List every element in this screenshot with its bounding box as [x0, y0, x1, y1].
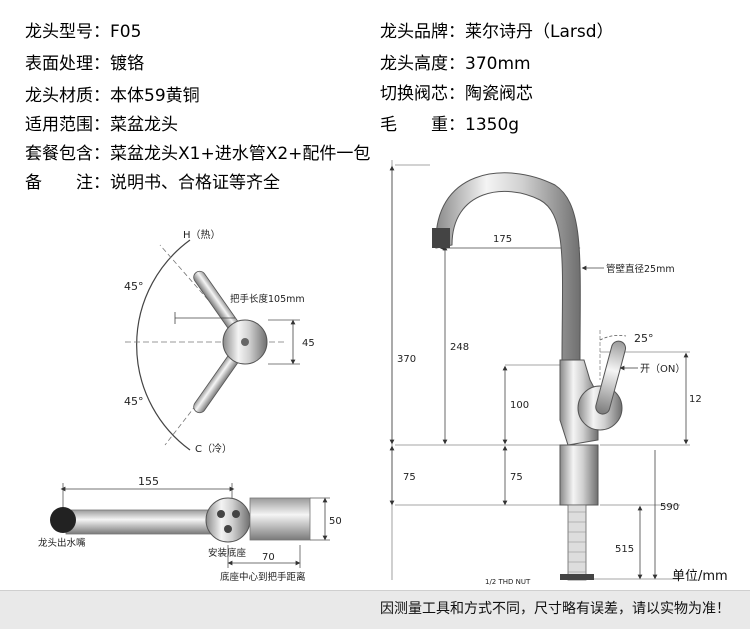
footer-disclaimer: 因测量工具和方式不同，尺寸略有误差，请以实物为准！ — [380, 601, 730, 617]
footer-bar — [0, 590, 750, 629]
spec-key: 切换阀芯： — [380, 84, 465, 104]
pipe-diameter-label: 管壁直径25mm — [606, 263, 675, 275]
cold-label: C（冷） — [195, 442, 232, 455]
handle-length-label: 把手长度105mm — [230, 293, 305, 305]
dim-175-label: 175 — [493, 234, 512, 245]
spec-height: 龙头高度：370mm — [380, 54, 531, 74]
angle-bottom-label: 45° — [124, 395, 144, 408]
spec-value: 说明书、合格证等齐全 — [110, 173, 280, 193]
dim-100-label: 100 — [510, 400, 529, 411]
angle-top-label: 45° — [124, 280, 144, 293]
dim-370-label: 370 — [397, 354, 416, 365]
faucet-base — [559, 444, 599, 506]
handle-side — [249, 497, 311, 541]
spec-material: 龙头材质：本体59黄铜 — [25, 86, 200, 106]
dim-70-label: 70 — [262, 552, 275, 563]
dim-75b-label: 75 — [510, 472, 523, 483]
bottom-view: 155 50 70 龙头出水嘴 安装底座 底座中心到把手距离 — [38, 475, 342, 583]
spec-note: 备 注：说明书、合格证等齐全 — [25, 173, 280, 193]
unit-label: 单位/mm — [672, 569, 728, 584]
spec-key: 表面处理： — [25, 54, 110, 74]
angle-25-label: 25° — [634, 332, 654, 345]
spec-scope: 适用范围：菜盆龙头 — [25, 115, 178, 135]
spec-key: 备 注： — [25, 173, 110, 193]
spec-key: 套餐包含： — [25, 144, 110, 164]
spec-value: F05 — [110, 22, 142, 42]
dim-155-label: 155 — [138, 475, 159, 488]
lever-handle — [595, 340, 627, 415]
mount-base-circle — [205, 497, 251, 543]
spec-brand: 龙头品牌：莱尔诗丹（Larsd） — [380, 22, 614, 42]
spec-value: 莱尔诗丹（Larsd） — [465, 22, 614, 42]
gooseneck-spout — [435, 172, 581, 361]
faucet-technical-drawing: H（热） C（冷） 45° 45° 把手长度105mm 45 155 50 70… — [38, 160, 702, 586]
dim-50-label: 50 — [329, 516, 342, 527]
dim-248-label: 248 — [450, 342, 469, 353]
guide-line-top — [159, 244, 246, 343]
spec-key: 龙头型号： — [25, 22, 110, 42]
base-label: 安装底座 — [208, 547, 247, 559]
thread-label: 1/2 THD NUT — [485, 578, 531, 586]
spec-key: 龙头品牌： — [380, 22, 465, 42]
on-label: 开（ON） — [640, 363, 685, 375]
rotation-arc — [136, 239, 191, 451]
spec-value: 370mm — [465, 54, 531, 74]
spout-arm — [65, 509, 217, 535]
spec-surface: 表面处理：镀铬 — [25, 54, 144, 74]
spout-outlet — [50, 507, 76, 533]
spec-key: 适用范围： — [25, 115, 110, 135]
spec-key: 毛 重： — [380, 115, 465, 135]
top-view: H（热） C（冷） 45° 45° 把手长度105mm 45 — [124, 228, 315, 455]
spec-value: 菜盆龙头 — [110, 115, 178, 135]
spec-package: 套餐包含：菜盆龙头X1+进水管X2+配件一包 — [25, 144, 370, 164]
spout-label: 龙头出水嘴 — [38, 537, 86, 549]
spec-value: 陶瓷阀芯 — [465, 84, 533, 104]
spec-value: 1350g — [465, 115, 520, 135]
spec-value: 镀铬 — [110, 54, 144, 74]
spec-value: 本体59黄铜 — [110, 86, 200, 106]
side-view: 175 管壁直径25mm 25° 开（ON） 370 248 100 75 75… — [389, 160, 702, 586]
spec-key: 龙头高度： — [380, 54, 465, 74]
spec-key: 龙头材质： — [25, 86, 110, 106]
spec-model: 龙头型号：F05 — [25, 22, 141, 42]
threaded-shank — [567, 504, 587, 581]
dim-45-label: 45 — [302, 338, 315, 349]
hot-label: H（热） — [183, 228, 221, 241]
center-distance-label: 底座中心到把手距离 — [220, 571, 306, 583]
dim-12-label: 12 — [689, 394, 702, 405]
spec-weight: 毛 重：1350g — [380, 115, 519, 135]
dim-515-label: 515 — [615, 544, 634, 555]
spec-value: 菜盆龙头X1+进水管X2+配件一包 — [110, 144, 371, 164]
dim-590-label: 590 — [660, 502, 679, 513]
spout-tip — [432, 228, 450, 248]
spec-valve: 切换阀芯：陶瓷阀芯 — [380, 84, 533, 104]
dim-75a-label: 75 — [403, 472, 416, 483]
